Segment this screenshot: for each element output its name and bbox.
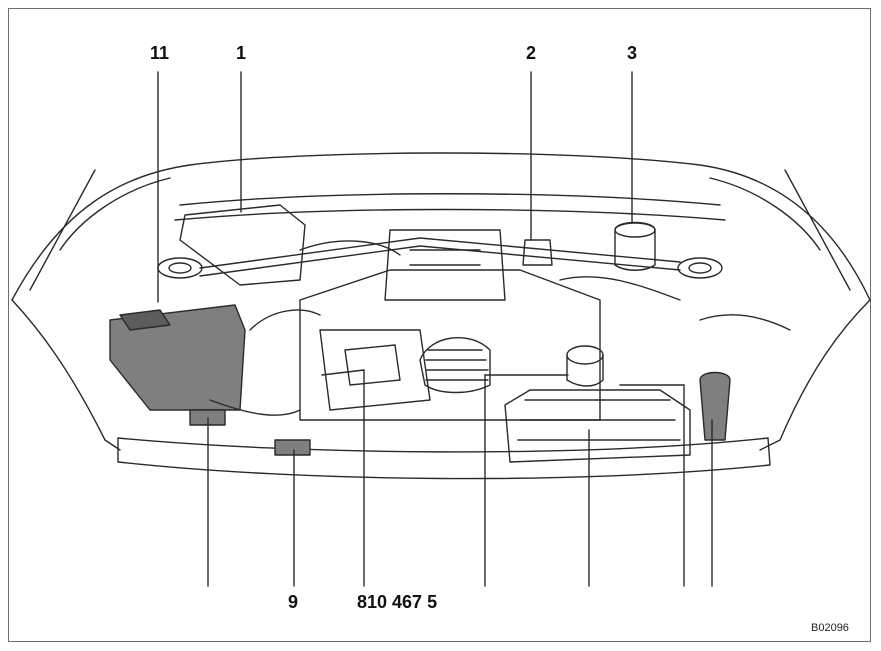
brake-fluid-reservoir (523, 240, 552, 265)
callout-9: 9 (288, 593, 298, 611)
front-bumper (118, 438, 770, 479)
callout-11: 11 (150, 44, 169, 62)
coolant-reservoir (615, 223, 655, 271)
hood-outline (12, 153, 870, 300)
intake-duct (420, 338, 490, 393)
right-fender (760, 300, 870, 450)
callout-2: 2 (526, 44, 536, 62)
cowl (180, 194, 720, 205)
left-strut-tower (158, 258, 202, 278)
washer-fluid-filler (700, 373, 730, 441)
engine-block (300, 270, 600, 420)
left-fender (12, 300, 120, 450)
oil-filler-cap (567, 346, 603, 364)
callout-group-bottom: 810 467 5 (357, 593, 437, 611)
callout-1: 1 (236, 44, 246, 62)
figure-code: B02096 (811, 622, 849, 634)
radiator-cap (275, 440, 310, 455)
callout-3: 3 (627, 44, 637, 62)
right-strut-tower (678, 258, 722, 278)
